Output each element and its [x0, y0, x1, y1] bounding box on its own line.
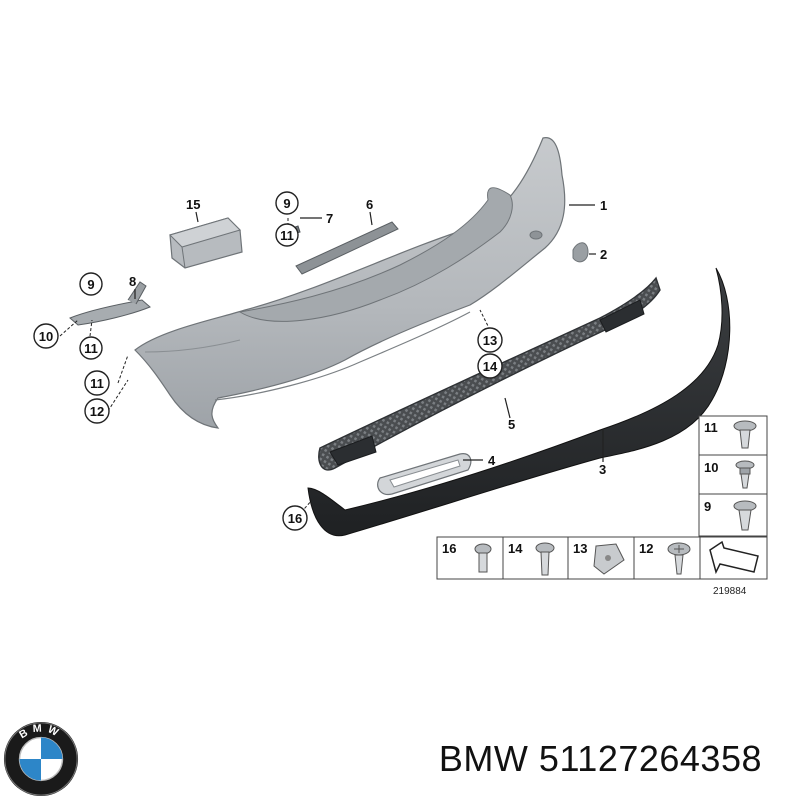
callout-7: 7 — [326, 211, 333, 226]
svg-text:12: 12 — [90, 404, 104, 419]
bmw-logo-icon: BMW — [3, 721, 79, 797]
callout-11-upper: 11 — [275, 223, 299, 247]
reflector-part — [572, 242, 589, 263]
callout-4: 4 — [488, 453, 496, 468]
callout-14: 14 — [477, 353, 503, 379]
bolt-16-icon — [474, 543, 492, 573]
callout-11-left: 11 — [79, 336, 103, 360]
callout-12: 12 — [84, 398, 110, 424]
legend-label-12: 12 — [639, 541, 653, 556]
svg-text:16: 16 — [288, 511, 302, 526]
brand-part-number-line: BMW 51127264358 — [439, 738, 762, 780]
bumper-bracket-strip — [295, 221, 399, 275]
callout-16: 16 — [282, 505, 308, 531]
clip-11-icon — [733, 420, 757, 449]
callout-9-upper: 9 — [275, 191, 299, 215]
rear-bumper-cover — [134, 137, 566, 429]
callout-9-left: 9 — [79, 272, 103, 296]
legend-label-13: 13 — [573, 541, 587, 556]
callout-11-lower: 11 — [84, 370, 110, 396]
callout-2: 2 — [600, 247, 607, 262]
side-bracket — [69, 281, 151, 326]
svg-text:10: 10 — [39, 329, 53, 344]
svg-text:11: 11 — [90, 376, 104, 391]
svg-text:9: 9 — [283, 196, 290, 211]
figure-number: 219884 — [713, 586, 747, 597]
legend-label-10: 10 — [704, 460, 718, 475]
svg-text:13: 13 — [483, 333, 497, 348]
legend-label-14: 14 — [508, 541, 523, 556]
brand-name: BMW — [438, 738, 529, 779]
arrow-symbol-icon — [709, 540, 759, 575]
screw-12-icon — [667, 542, 691, 575]
fastener-legend-column: 11 10 9 — [698, 415, 768, 537]
clip-9-icon — [733, 500, 757, 531]
callout-5: 5 — [508, 417, 515, 432]
tow-hook-cover — [169, 217, 243, 269]
callout-13: 13 — [477, 327, 503, 353]
clip-10-icon — [735, 460, 755, 489]
callout-10: 10 — [33, 323, 59, 349]
lower-spoiler — [307, 267, 731, 537]
legend-label-9: 9 — [704, 499, 711, 514]
callout-1: 1 — [600, 198, 607, 213]
part-number: 51127264358 — [538, 738, 762, 779]
nut-clip-13-icon — [593, 543, 625, 575]
svg-text:9: 9 — [87, 277, 94, 292]
exhaust-trim-ring — [377, 453, 472, 496]
parts-diagram: 1 2 3 4 5 6 7 8 15 9 11 9 10 11 11 12 13… — [33, 137, 768, 597]
callout-8: 8 — [129, 274, 136, 289]
callout-6: 6 — [366, 197, 373, 212]
bolt-14-icon — [535, 542, 555, 576]
legend-label-16: 16 — [442, 541, 456, 556]
legend-label-11: 11 — [704, 420, 718, 435]
svg-text:11: 11 — [280, 228, 294, 243]
fastener-legend-row: 16 14 13 12 — [436, 536, 768, 580]
callout-3: 3 — [599, 462, 606, 477]
callout-15: 15 — [186, 197, 200, 212]
svg-text:14: 14 — [483, 359, 498, 374]
svg-text:11: 11 — [84, 341, 98, 356]
brand-footer: BMW BMW 51127264358 — [0, 700, 800, 800]
